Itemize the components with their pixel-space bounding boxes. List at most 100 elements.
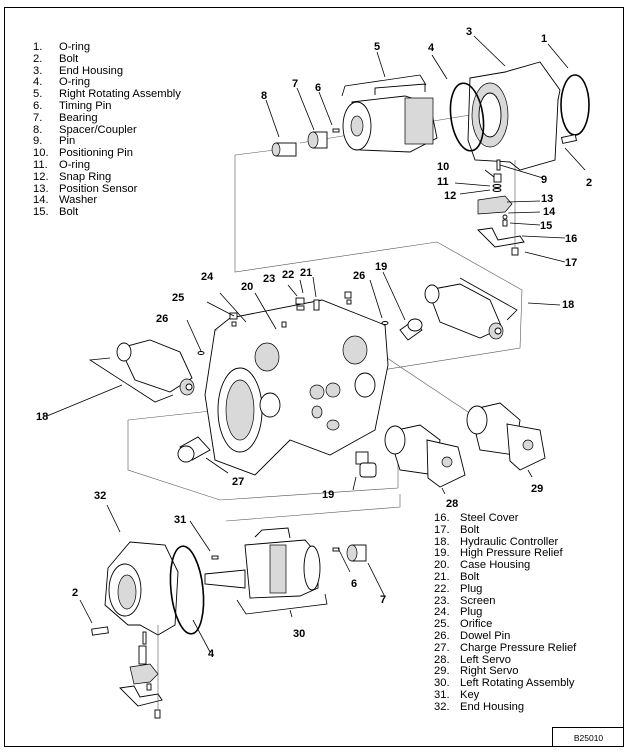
legend-item: 28.Left Servo (434, 653, 511, 666)
left-servo-28 (384, 424, 466, 488)
legend-item: 7.Bearing (33, 111, 98, 124)
hydraulic-controller-18-right (424, 277, 518, 340)
callout-30: 30 (293, 628, 305, 640)
end-housing-3 (467, 61, 561, 171)
o-ring-1 (560, 74, 590, 136)
legend-item: 25.Orifice (434, 618, 493, 631)
callout-17: 17 (565, 257, 577, 269)
high-pressure-relief-19-upper (399, 318, 423, 341)
leader-lines (46, 35, 586, 653)
legend-item: 5.Right Rotating Assembly (33, 88, 181, 101)
legend-item: 8.Spacer/Coupler (33, 123, 137, 136)
callout-12: 12 (444, 190, 456, 202)
callout-4-lower: 4 (208, 648, 215, 660)
callout-10: 10 (437, 161, 449, 173)
callout-8: 8 (261, 90, 267, 102)
legend-item: 19.High Pressure Relief (434, 547, 563, 560)
legend-item: 26.Dowel Pin (434, 629, 511, 642)
legend-item: 31.Key (434, 688, 480, 701)
legend-item: 4.O-ring (33, 76, 91, 89)
charge-pressure-relief-27 (177, 436, 211, 463)
high-pressure-relief-19-lower (355, 451, 377, 478)
legend-item: 14.Washer (33, 194, 98, 207)
legend-item: 27.Charge Pressure Relief (434, 641, 577, 654)
callout-2-lower: 2 (72, 587, 78, 599)
figure-id-label: B25010 (552, 727, 624, 747)
legend-item: 12.Snap Ring (33, 170, 112, 183)
callout-19-lower: 19 (322, 489, 334, 501)
bolt-2-upper (560, 134, 578, 144)
right-servo-29 (466, 402, 546, 471)
callout-7-lower: 7 (380, 594, 386, 606)
callout-24: 24 (201, 271, 214, 283)
legend-item: 1.O-ring (33, 41, 91, 53)
bolt-21 (313, 299, 320, 311)
callout-26-left: 26 (156, 313, 168, 325)
legend-item: 15.Bolt (33, 206, 79, 219)
position-sensor-13 (477, 195, 513, 215)
callout-18-right: 18 (562, 299, 574, 311)
legend-item: 13.Position Sensor (33, 182, 138, 195)
callout-25: 25 (172, 292, 184, 304)
callout-11: 11 (437, 176, 449, 188)
callout-2-upper: 2 (586, 177, 592, 189)
legend-item: 32.End Housing (434, 700, 525, 713)
diagram-frame (4, 7, 624, 747)
parts-legend-top: 1.O-ring 2.Bolt 3.End Housing 4.O-ring 5… (33, 41, 181, 219)
callout-6-lower: 6 (351, 578, 357, 590)
callout-21: 21 (300, 267, 312, 279)
legend-item: 3.End Housing (33, 64, 124, 77)
legend-item: 9.Pin (33, 135, 76, 148)
o-ring-11 (492, 184, 502, 188)
legend-item: 29.Right Servo (434, 665, 519, 678)
o-ring-4 (449, 82, 485, 152)
callout-18-left: 18 (36, 411, 48, 423)
legend-item: 2.Bolt (33, 52, 79, 65)
washer-14 (502, 214, 508, 220)
positioning-pin-10 (493, 173, 502, 183)
key-31 (211, 555, 219, 560)
legend-item: 23.Screen (434, 594, 496, 607)
o-ring-4-lower (169, 545, 205, 635)
legend-item: 10.Positioning Pin (33, 147, 134, 160)
legend-item: 22.Plug (434, 582, 483, 595)
callout-20: 20 (241, 281, 253, 293)
dowel-pin-26-left (197, 351, 205, 355)
legend-item: 18.Hydraulic Controller (434, 535, 559, 548)
callout-27: 27 (232, 476, 244, 488)
case-housing-20 (204, 299, 389, 476)
legend-item: 21.Bolt (434, 570, 480, 583)
callout-32: 32 (94, 490, 106, 502)
plug-22 (295, 297, 305, 305)
legend-item: 6.Timing Pin (33, 99, 112, 112)
callout-5: 5 (374, 41, 380, 53)
legend-item: 24.Plug (434, 606, 483, 619)
callout-29: 29 (531, 483, 543, 495)
callout-26-right: 26 (353, 270, 365, 282)
screen-23 (296, 305, 305, 311)
callout-31: 31 (174, 514, 186, 526)
callout-labels: 1 3 4 5 6 7 8 2 9 10 11 12 13 14 15 16 1… (36, 26, 592, 660)
callout-15: 15 (540, 220, 552, 232)
hydraulic-controller-18-left (88, 339, 195, 403)
end-housing-32 (104, 541, 179, 636)
callout-28: 28 (446, 498, 458, 510)
callout-23: 23 (263, 273, 275, 285)
bolt-2-lower (91, 626, 109, 636)
callout-1: 1 (541, 33, 547, 45)
callout-16: 16 (565, 233, 577, 245)
pin-9 (496, 159, 501, 171)
lower-guide-box (127, 420, 399, 501)
legend-item: 20.Case Housing (434, 559, 531, 572)
right-rotating-assembly-5 (341, 74, 438, 153)
steel-cover-16 (477, 227, 525, 248)
spacer-coupler-8 (271, 142, 297, 157)
orifice-25 (231, 321, 237, 327)
callout-19-upper: 19 (375, 261, 387, 273)
legend-item: 11.O-ring (33, 158, 91, 171)
bolt-17 (511, 247, 519, 256)
callout-3: 3 (466, 26, 472, 38)
legend-item: 16.Steel Cover (434, 512, 519, 524)
callout-14: 14 (543, 206, 556, 218)
